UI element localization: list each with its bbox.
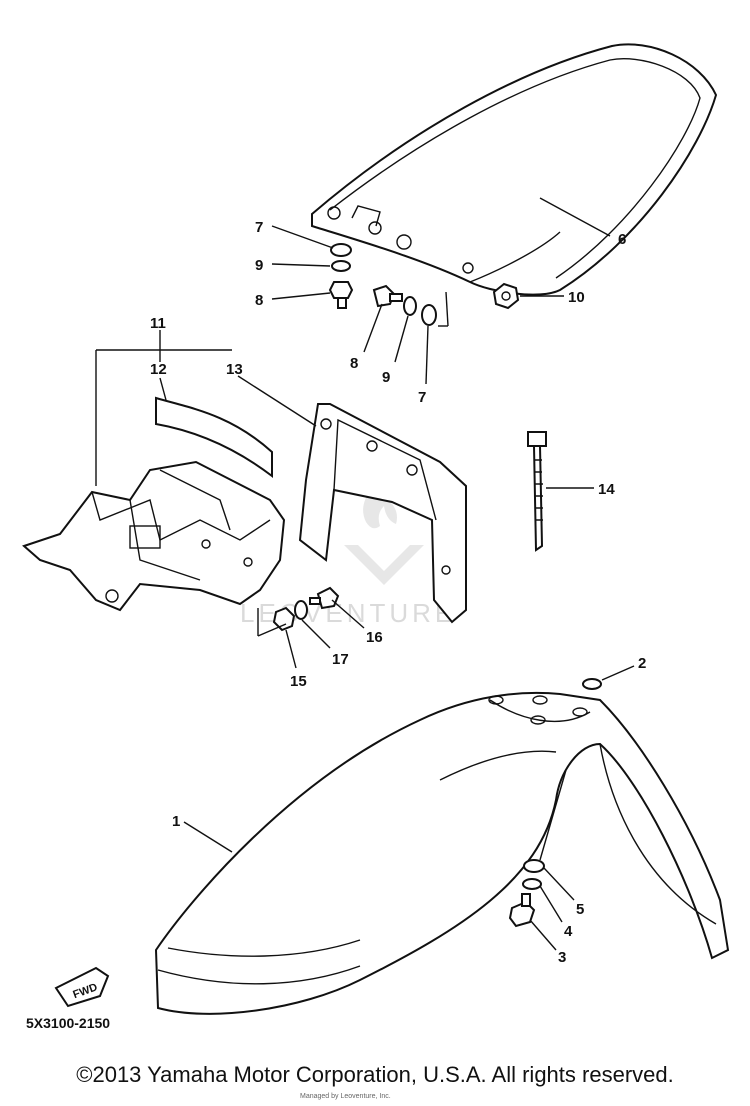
part-4-washer — [522, 878, 542, 890]
part-2-nut — [582, 678, 602, 690]
credit-text: Managed by Leoventure, Inc. — [300, 1093, 391, 1100]
part-3-bolt — [508, 893, 536, 928]
part-5-washer — [523, 859, 545, 873]
part-1-front-fender — [154, 691, 730, 1015]
part-6-rear-fender — [311, 43, 718, 296]
callout-10: 10 — [568, 289, 585, 306]
part-16-screw — [309, 586, 340, 610]
part-15-nut — [272, 606, 296, 632]
callout-12: 12 — [150, 361, 167, 378]
part-9-washer-right — [403, 296, 417, 316]
callout-17: 17 — [332, 651, 349, 668]
part-7-collar-left — [330, 243, 352, 257]
part-11-seat-bracket — [22, 460, 286, 612]
fwd-arrow-icon: FWD — [54, 966, 110, 1008]
callout-6: 6 — [618, 231, 626, 248]
part-7-collar-right — [421, 304, 437, 326]
callout-7-top: 7 — [255, 219, 263, 236]
part-8-bolt-left — [328, 281, 354, 309]
callout-13: 13 — [226, 361, 243, 378]
callout-2: 2 — [638, 655, 646, 672]
callout-9-top: 9 — [255, 257, 263, 274]
part-8-bolt-right — [372, 284, 403, 308]
callout-8-top: 8 — [255, 292, 263, 309]
callout-4: 4 — [564, 923, 573, 940]
callout-1: 1 — [172, 813, 180, 830]
part-9-washer-left — [331, 260, 351, 272]
part-10-nut — [492, 282, 520, 310]
part-12-pad — [155, 396, 273, 479]
callout-5: 5 — [576, 901, 584, 918]
callout-8-bottom: 8 — [350, 355, 358, 372]
callout-14: 14 — [598, 481, 615, 498]
callout-9-bottom: 9 — [382, 369, 390, 386]
part-13-flap — [298, 403, 467, 624]
callout-7-bottom: 7 — [418, 389, 426, 406]
callout-11: 11 — [150, 315, 166, 332]
leader-6 — [539, 197, 611, 237]
part-14-cable-tie — [527, 431, 547, 552]
callout-16: 16 — [366, 629, 383, 646]
callout-15: 15 — [290, 673, 307, 690]
copyright-notice: ©2013 Yamaha Motor Corporation, U.S.A. A… — [76, 1062, 674, 1087]
callout-3: 3 — [558, 949, 566, 966]
watermark-text: LEOVENTURE — [240, 598, 456, 628]
diagram-code: 5X3100-2150 — [26, 1015, 110, 1031]
part-17-washer — [294, 600, 308, 620]
